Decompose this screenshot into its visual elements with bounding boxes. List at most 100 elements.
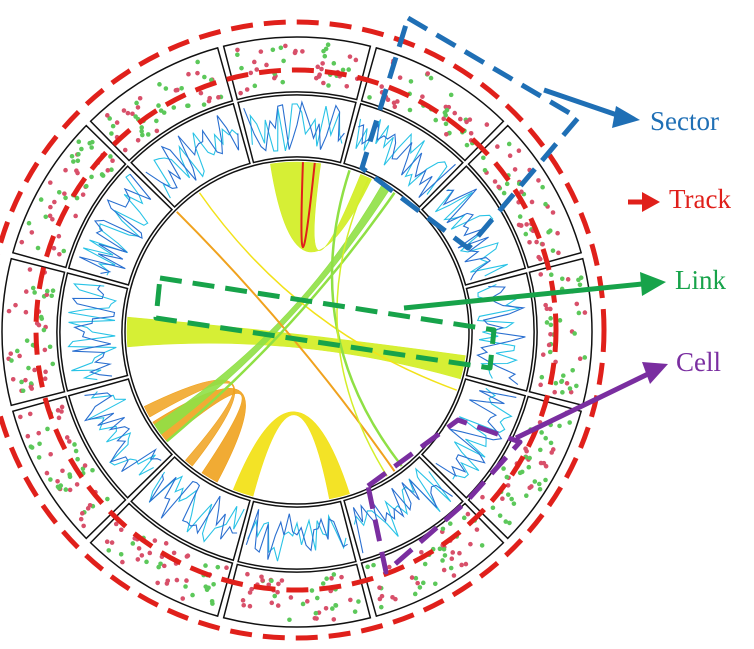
scatter-point: [507, 153, 513, 158]
line-series: [153, 127, 239, 199]
scatter-point: [339, 574, 344, 580]
scatter-point: [567, 386, 573, 391]
scatter-point: [432, 581, 438, 587]
scatter-point: [135, 557, 141, 562]
scatter-point: [135, 137, 141, 143]
scatter-point: [135, 105, 141, 110]
scatter-point: [44, 288, 50, 294]
line-series: [452, 387, 513, 480]
scatter-point: [184, 578, 189, 583]
scatter-point: [511, 501, 517, 506]
link-chord: [165, 192, 396, 443]
scatter-point: [27, 411, 33, 417]
scatter-point: [152, 538, 158, 543]
link-ribbon: [126, 316, 466, 380]
scatter-point: [155, 580, 160, 586]
scatter-point: [109, 167, 114, 173]
scatter-point: [109, 540, 115, 545]
scatter-point: [537, 256, 543, 262]
scatter-point: [347, 54, 353, 59]
scatter-point: [365, 564, 370, 570]
scatter-point: [333, 603, 338, 608]
scatter-point: [278, 45, 284, 51]
scatter-point: [180, 596, 186, 601]
scatter-point: [64, 435, 70, 440]
scatter-point: [122, 147, 128, 153]
scatter-point: [321, 48, 326, 54]
scatter-point: [425, 71, 431, 76]
scatter-point: [496, 184, 502, 190]
scatter-point: [17, 353, 22, 359]
scatter-point: [108, 154, 113, 159]
scatter-point: [320, 61, 325, 66]
scatter-point: [541, 460, 547, 466]
scatter-point: [441, 567, 447, 573]
scatter-point: [560, 373, 566, 378]
label-track: Track: [669, 184, 732, 214]
scatter-point: [536, 481, 542, 487]
scatter-point: [23, 377, 28, 383]
scatter-point: [52, 199, 57, 205]
scatter-point: [215, 564, 221, 570]
scatter-point: [57, 251, 62, 257]
scatter-point: [99, 172, 105, 177]
scatter-point: [272, 593, 278, 599]
scatter-point: [441, 116, 447, 121]
scatter-point: [449, 556, 455, 562]
scatter-point: [14, 348, 20, 354]
scatter-point: [48, 477, 53, 482]
scatter-point: [136, 546, 142, 551]
sector-arrow-head: [612, 106, 640, 128]
scatter-point: [352, 609, 358, 614]
scatter-point: [56, 485, 62, 491]
scatter-point: [248, 70, 254, 76]
scatter-point: [557, 318, 563, 323]
cell-arrow-head: [642, 362, 668, 384]
scatter-point: [492, 179, 498, 184]
scatter-point: [245, 571, 250, 577]
scatter-point: [206, 98, 212, 104]
scatter-point: [323, 605, 329, 611]
scatter-point: [392, 104, 398, 110]
scatter-point: [78, 516, 84, 522]
scatter-point: [269, 578, 274, 584]
scatter-point: [140, 132, 145, 138]
scatter-point: [329, 576, 334, 581]
scatter-point: [44, 470, 50, 476]
scatter-point: [28, 381, 34, 386]
scatter-point: [154, 128, 160, 134]
scatter-point: [509, 496, 514, 502]
scatter-point: [516, 148, 522, 154]
link-chord: [300, 162, 316, 249]
scatter-point: [567, 420, 572, 425]
scatter-point: [179, 86, 184, 91]
scatter-point: [69, 153, 75, 159]
scatter-point: [548, 331, 553, 337]
scatter-point: [90, 467, 95, 473]
scatter-point: [29, 230, 35, 235]
scatter-point: [43, 369, 48, 375]
scatter-point: [518, 223, 524, 228]
scatter-point: [559, 276, 565, 282]
scatter-point: [198, 90, 204, 96]
scatter-point: [548, 316, 553, 321]
scatter-point: [448, 565, 454, 571]
scatter-point: [6, 308, 12, 314]
line-series: [352, 479, 453, 554]
scatter-point: [353, 57, 359, 63]
scatter-point: [548, 306, 553, 312]
link-ribbons: [126, 161, 466, 500]
scatter-point: [50, 288, 56, 294]
scatter-point: [550, 248, 556, 253]
scatter-point: [43, 214, 49, 220]
scatter-point: [106, 548, 112, 553]
line-series: [82, 173, 149, 276]
scatter-point: [444, 131, 449, 137]
scatter-point: [287, 617, 292, 623]
scatter-point: [157, 82, 162, 87]
scatter-point: [441, 546, 447, 552]
scatter-point: [379, 84, 384, 89]
scatter-point: [534, 239, 539, 245]
scatter-point: [537, 486, 543, 492]
